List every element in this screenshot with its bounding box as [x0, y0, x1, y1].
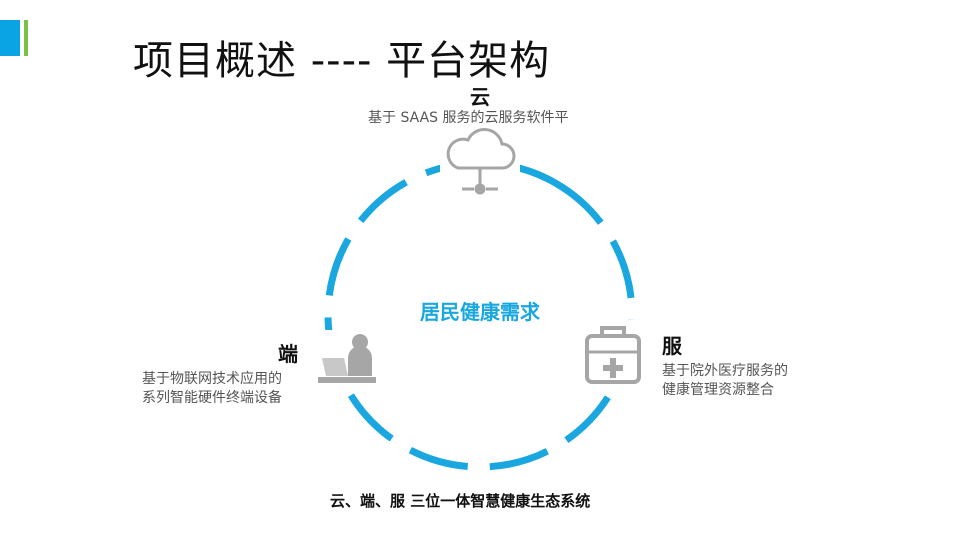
terminal-description: 基于物联网技术应用的 系列智能硬件终端设备: [142, 370, 282, 408]
service-description-line: 基于院外医疗服务的: [662, 363, 788, 379]
cloud-label: 云: [470, 85, 490, 109]
dashed-ring: [324, 159, 636, 471]
accent-bar-blue: [0, 20, 20, 56]
person-laptop-icon: [318, 330, 378, 383]
medical-kit-icon: [583, 320, 643, 384]
service-description-line: 健康管理资源整合: [662, 382, 774, 398]
service-description: 基于院外医疗服务的 健康管理资源整合: [662, 362, 788, 400]
terminal-description-line: 基于物联网技术应用的: [142, 371, 282, 387]
service-label: 服: [662, 334, 682, 358]
cloud-description: 基于 SAAS 服务的云服务软件平: [368, 110, 569, 126]
terminal-description-line: 系列智能硬件终端设备: [142, 390, 282, 406]
terminal-label: 端: [278, 342, 298, 366]
summary-text: 云、端、服 三位一体智慧健康生态系统: [330, 492, 591, 510]
center-label: 居民健康需求: [420, 300, 540, 324]
accent-bar-green: [24, 20, 28, 56]
page-title: 项目概述 ---- 平台架构: [133, 38, 551, 84]
cloud-network-icon: [440, 128, 520, 195]
